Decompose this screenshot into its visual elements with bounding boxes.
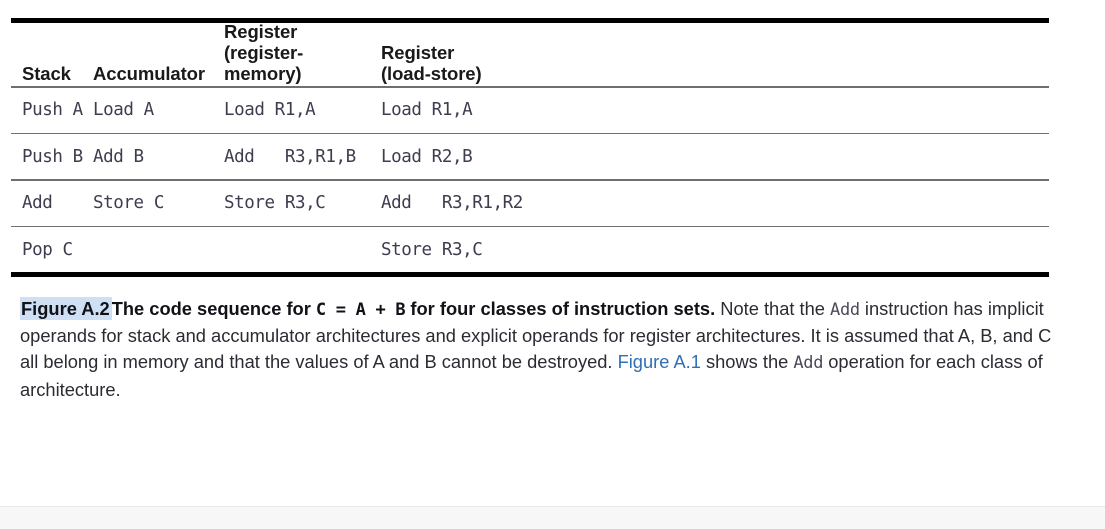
table-row: Push A Load A Load R1,A Load R1,A bbox=[11, 88, 1049, 133]
table-row: Push B Add B Add R3,R1,B Load R2,B bbox=[11, 134, 1049, 179]
table-row: Add Store C Store R3,C Add R3,R1,R2 bbox=[11, 181, 1049, 226]
table-header-row: Stack Accumulator Register (register-mem… bbox=[11, 21, 1049, 86]
cell-stack: Push B bbox=[22, 146, 83, 167]
cell-load-store: Load R2,B bbox=[381, 146, 473, 167]
caption-code-add-1: Add bbox=[830, 300, 860, 320]
caption-body-4: operation for each class of architecture… bbox=[20, 351, 1043, 400]
cell-stack: Pop C bbox=[22, 239, 73, 260]
caption-lead-1: The code sequence for bbox=[111, 298, 316, 319]
caption-xref-figure-a1[interactable]: Figure A.1 bbox=[617, 351, 701, 373]
page-bottom-band bbox=[0, 506, 1105, 529]
table-top-rule bbox=[11, 18, 1049, 23]
caption-code-expression: C = A + B bbox=[315, 300, 406, 320]
column-header-accumulator: Accumulator bbox=[92, 63, 218, 84]
cell-stack: Add bbox=[22, 193, 53, 214]
cell-accumulator: Load A bbox=[93, 100, 154, 121]
figure-label: Figure A.2 bbox=[20, 297, 112, 320]
column-header-load-store-line2: (load-store) bbox=[381, 63, 482, 84]
column-header-accumulator-line1: Accumulator bbox=[93, 63, 205, 84]
cell-stack: Push A bbox=[22, 100, 83, 121]
caption-code-add-2: Add bbox=[793, 353, 824, 374]
cell-register-memory: Add R3,R1,B bbox=[224, 146, 356, 167]
caption-body-2: instruction has implicit operands for st… bbox=[20, 298, 1052, 373]
header-separator-rule bbox=[11, 86, 1049, 88]
column-header-register-memory-line2: (register-memory) bbox=[224, 42, 304, 84]
column-header-stack-line1: Stack bbox=[22, 63, 71, 84]
row-separator-rule bbox=[11, 225, 1049, 228]
table-row: Pop C Store R3,C bbox=[11, 227, 1049, 272]
row-separator-rule bbox=[11, 132, 1049, 135]
caption-body-1: Note that the bbox=[715, 298, 831, 319]
row-separator-rule bbox=[11, 179, 1049, 181]
cell-register-memory: Store R3,C bbox=[224, 193, 326, 214]
column-header-load-store: Register (load-store) bbox=[376, 42, 896, 84]
cell-load-store: Add R3,R1,R2 bbox=[381, 193, 523, 214]
column-header-register-memory-line1: Register bbox=[224, 21, 298, 42]
instruction-set-comparison-table: Stack Accumulator Register (register-mem… bbox=[11, 18, 1049, 278]
cell-load-store: Load R1,A bbox=[381, 100, 473, 121]
caption-body-3: shows the bbox=[700, 351, 794, 373]
cell-accumulator: Store C bbox=[93, 193, 164, 214]
column-header-register-memory: Register (register-memory) bbox=[218, 21, 376, 84]
column-header-load-store-line1: Register bbox=[381, 42, 455, 63]
caption-lead-2: for four classes of instruction sets. bbox=[405, 298, 716, 319]
table-bottom-rule bbox=[11, 272, 1049, 278]
column-header-stack: Stack bbox=[11, 63, 92, 84]
cell-register-memory: Load R1,A bbox=[224, 100, 316, 121]
cell-load-store: Store R3,C bbox=[381, 239, 483, 260]
cell-accumulator: Add B bbox=[93, 146, 144, 167]
